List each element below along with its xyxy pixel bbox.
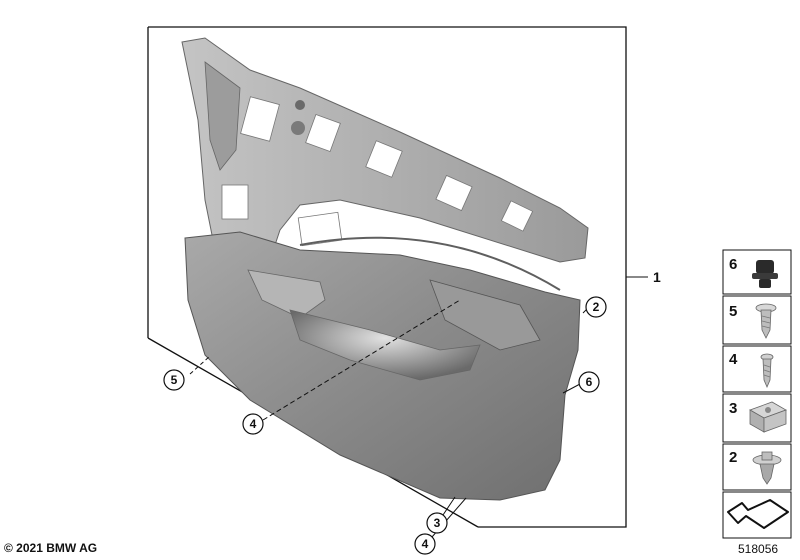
legend-item-5-number: 5	[729, 303, 737, 320]
callout-4-lower: 4	[414, 533, 436, 555]
callout-4-lower-label: 4	[422, 537, 429, 551]
screw-icon	[760, 353, 774, 389]
callout-5: 5	[163, 369, 185, 391]
copyright-notice: © 2021 BMW AG	[4, 541, 98, 555]
legend-item-2-number: 2	[729, 449, 737, 466]
legend-item-2: 2	[722, 443, 792, 491]
callout-5-label: 5	[171, 373, 178, 387]
legend-item-3: 3	[722, 393, 792, 443]
installation-arrow-icon	[727, 499, 789, 529]
parts-legend: 6 5 4	[722, 249, 792, 539]
legend-symbol-box	[722, 491, 792, 539]
legend-item-6-number: 6	[729, 256, 737, 273]
callout-6-label: 6	[586, 375, 593, 389]
screw-washer-icon	[755, 303, 777, 339]
callout-3-label: 3	[434, 516, 441, 530]
callout-2: 2	[585, 296, 607, 318]
callout-4-upper: 4	[242, 413, 264, 435]
callout-6: 6	[578, 371, 600, 393]
legend-item-5: 5	[722, 295, 792, 345]
callout-4-upper-label: 4	[250, 417, 257, 431]
clip-nut-icon	[749, 401, 787, 433]
legend-item-6: 6	[722, 249, 792, 295]
push-clip-icon	[752, 451, 782, 485]
door-trim-panel	[184, 231, 581, 501]
main-part-label: 1	[653, 269, 661, 285]
legend-item-4-number: 4	[729, 351, 738, 368]
document-number: 518056	[738, 542, 779, 556]
grommet-icon	[752, 260, 778, 288]
callout-2-label: 2	[593, 300, 600, 314]
door-carrier-frame	[181, 37, 589, 263]
legend-item-3-number: 3	[729, 400, 737, 417]
legend-item-4: 4	[722, 345, 792, 393]
callout-3: 3	[426, 512, 448, 534]
